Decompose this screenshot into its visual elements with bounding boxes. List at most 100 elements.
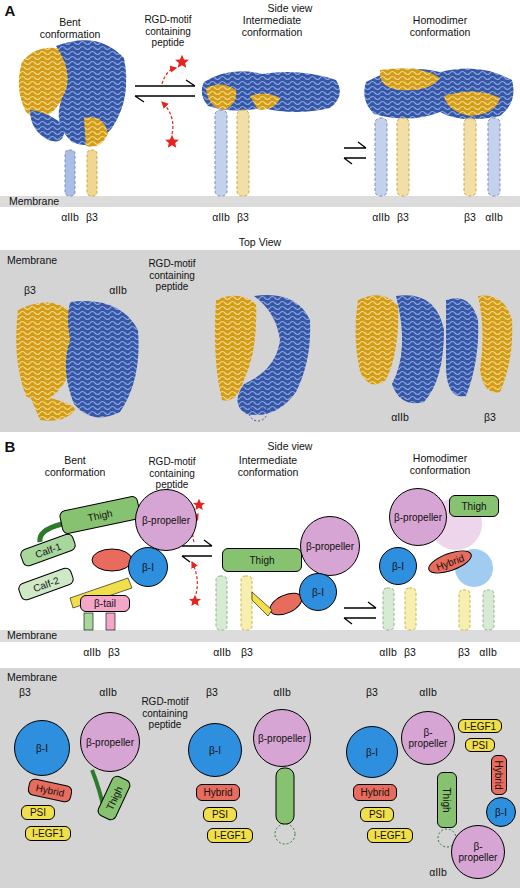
view-heading: Top View — [225, 236, 295, 248]
domain-shape: Calf-2 — [17, 566, 76, 602]
peptide-label: RGD-motif containing peptide — [137, 14, 199, 49]
domain-shape: PSI — [360, 807, 394, 822]
bent-top-structure — [16, 301, 138, 421]
domain-shape: β-I — [379, 547, 417, 585]
domain-shape: Calf-1 — [19, 532, 78, 568]
domain-name: β-I — [18, 743, 66, 754]
domain-shape: I-EGF1 — [367, 828, 413, 843]
domain-shape: β-propeller — [389, 488, 447, 546]
subunit-label: αIIb — [375, 646, 401, 658]
domain-name: β-propeller — [84, 737, 136, 748]
membrane-band — [0, 196, 520, 207]
domain-shape: Hybrid — [353, 784, 397, 801]
subunit-label: αIIb — [79, 646, 105, 658]
subunit-label: αIIb — [368, 211, 394, 223]
domain-name: I-EGF1 — [214, 830, 246, 841]
domain-name: Thigh — [442, 787, 453, 812]
membrane-label: Membrane — [4, 195, 64, 207]
domain-shape: β-propeller — [253, 709, 311, 767]
subunit-label: αIIb — [208, 211, 234, 223]
subunit-label: αIIb — [387, 411, 413, 423]
domain-name: I-EGF1 — [464, 721, 496, 732]
intermediate-structure — [202, 71, 340, 196]
domain-shape: β-I — [128, 547, 168, 587]
domain-name: β-propeller — [455, 841, 501, 863]
subunit-label: β3 — [82, 211, 102, 223]
top-schematic-extras — [92, 768, 456, 847]
domain-name: PSI — [30, 807, 46, 818]
domain-shape: Thigh — [222, 548, 302, 572]
domain-shape: β-I — [188, 723, 242, 777]
subunit-label: β3 — [104, 646, 124, 658]
intermediate-schematic — [216, 576, 305, 630]
peptide-label: RGD-motif containing peptide — [141, 456, 203, 491]
domain-name: PSI — [212, 809, 228, 820]
domain-name: β-I — [192, 745, 238, 756]
domain-name: PSI — [369, 809, 385, 820]
domain-name: I-EGF1 — [32, 828, 64, 839]
domain-name: I-EGF1 — [374, 830, 406, 841]
subunit-label: αIIb — [475, 646, 501, 658]
domain-shape: Thigh — [449, 495, 499, 517]
homodimer-top-structure — [355, 295, 512, 403]
subunit-label: αIIb — [209, 646, 235, 658]
domain-shape: Thigh — [58, 495, 141, 535]
subunit-label: β3 — [233, 211, 253, 223]
subunit-label: αIIb — [415, 686, 441, 698]
domain-name: β-propeller — [304, 541, 356, 552]
domain-shape: β-tail — [80, 595, 130, 612]
conformation-label: Homodimer conformation — [395, 14, 485, 38]
domain-name: Hybrid — [35, 782, 66, 799]
peptide-label: RGD-motif containing peptide — [134, 696, 196, 731]
domain-name: Thigh — [87, 507, 114, 523]
domain-name: β-I — [350, 747, 395, 758]
conformation-label: Bent conformation — [30, 16, 110, 40]
domain-name: β-tail — [94, 598, 116, 609]
domain-shape: I-EGF1 — [458, 719, 502, 733]
intermediate-top-structure — [215, 295, 310, 421]
subunit-label: β3 — [460, 211, 480, 223]
domain-shape: β-propeller — [401, 711, 455, 765]
domain-name: β-propeller — [257, 733, 307, 744]
view-heading: Side view — [250, 440, 330, 452]
domain-name: β-I — [382, 561, 415, 572]
domain-shape: β-propeller — [300, 516, 360, 576]
membrane-label: Membrane — [2, 254, 62, 266]
bent-structure — [19, 40, 126, 196]
domain-name: Hybrid — [494, 761, 505, 790]
subunit-label: β3 — [237, 646, 257, 658]
domain-shape: PSI — [21, 805, 55, 820]
peptide-label: RGD-motif containing peptide — [141, 258, 203, 293]
domain-shape: PSI — [203, 807, 237, 822]
subunit-label: αIIb — [425, 866, 451, 878]
homodimer-structure — [364, 68, 513, 196]
domain-shape: β-I — [346, 726, 398, 778]
domain-shape: Hybrid — [196, 784, 240, 801]
conformation-label: Intermediate conformation — [223, 454, 313, 478]
subunit-label: β3 — [480, 411, 500, 423]
domain-shape: β-I — [14, 720, 70, 776]
domain-name: β-I — [302, 587, 335, 598]
subunit-label: β3 — [400, 646, 420, 658]
domain-shape: β-I — [299, 573, 337, 611]
domain-name: PSI — [472, 740, 488, 751]
domain-name: Hybrid — [204, 787, 233, 798]
subunit-label: αIIb — [105, 284, 131, 296]
conformation-label: Homodimer conformation — [395, 452, 485, 476]
membrane-label: Membrane — [2, 629, 62, 641]
domain-shape: I-EGF1 — [207, 828, 253, 843]
conformation-label: Bent conformation — [35, 454, 115, 478]
domain-name: β-propeller — [405, 727, 451, 749]
domain-shape: β-I — [486, 797, 516, 827]
domain-name: β-I — [131, 562, 165, 573]
domain-name: Calf-2 — [32, 574, 61, 593]
top-view-ground — [0, 668, 520, 888]
domain-shape: I-EGF1 — [25, 826, 71, 841]
subunit-label: αIIb — [57, 211, 83, 223]
domain-name: β-propeller — [393, 512, 443, 523]
domain-name: Hybrid — [361, 787, 390, 798]
domain-shape: Thigh — [437, 772, 457, 828]
subunit-label: β3 — [454, 646, 474, 658]
domain-name: Calf-1 — [34, 540, 63, 559]
domain-shape: β-propeller — [451, 825, 505, 879]
